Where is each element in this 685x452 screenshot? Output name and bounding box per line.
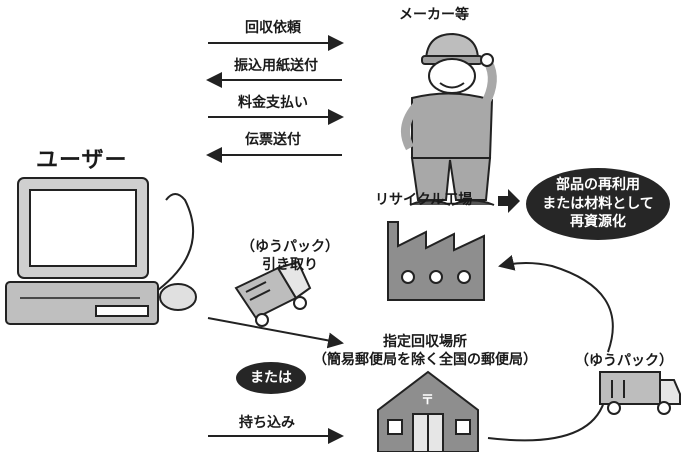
computer-illustration — [5, 177, 197, 325]
label-payment: 料金支払い — [238, 95, 308, 111]
label-request: 回収依頼 — [245, 20, 301, 36]
maker-worker-illustration — [401, 32, 497, 206]
yupack-truck-illustration — [599, 371, 681, 415]
collection-label-2: （簡易郵便局を除く全国の郵便局） — [313, 352, 537, 368]
result-line-2: または材料として — [542, 195, 654, 212]
pickup-label-1: （ゆうパック） — [241, 239, 339, 255]
recycle-factory-illustration — [387, 221, 485, 301]
arrow-to-result — [498, 189, 520, 213]
post-office-illustration — [377, 370, 479, 452]
result-line-3: 再資源化 — [570, 214, 626, 231]
arrow-to-collection — [207, 317, 344, 349]
yupack-label: （ゆうパック） — [575, 353, 673, 369]
or-label: または — [250, 369, 292, 386]
maker-label: メーカー等 — [399, 7, 469, 23]
post-mark-icon: 〒 — [421, 393, 435, 408]
pickup-truck-illustration — [234, 260, 312, 327]
label-transfer-form: 振込用紙送付 — [234, 58, 318, 74]
recycle-result-oval: 部品の再利用 または材料として 再資源化 — [526, 168, 670, 240]
curve-post-to-truck — [487, 401, 605, 442]
collection-label-1: 指定回収場所 — [383, 334, 467, 350]
carry-in-label: 持ち込み — [239, 415, 295, 431]
result-line-1: 部品の再利用 — [556, 176, 640, 193]
pickup-label-2: 引き取り — [262, 257, 318, 273]
or-oval: または — [236, 362, 306, 394]
user-label: ユーザー — [36, 148, 128, 173]
factory-label: リサイクル工場 — [375, 192, 473, 208]
label-slip: 伝票送付 — [245, 132, 301, 148]
curve-truck-to-factory — [498, 255, 614, 353]
